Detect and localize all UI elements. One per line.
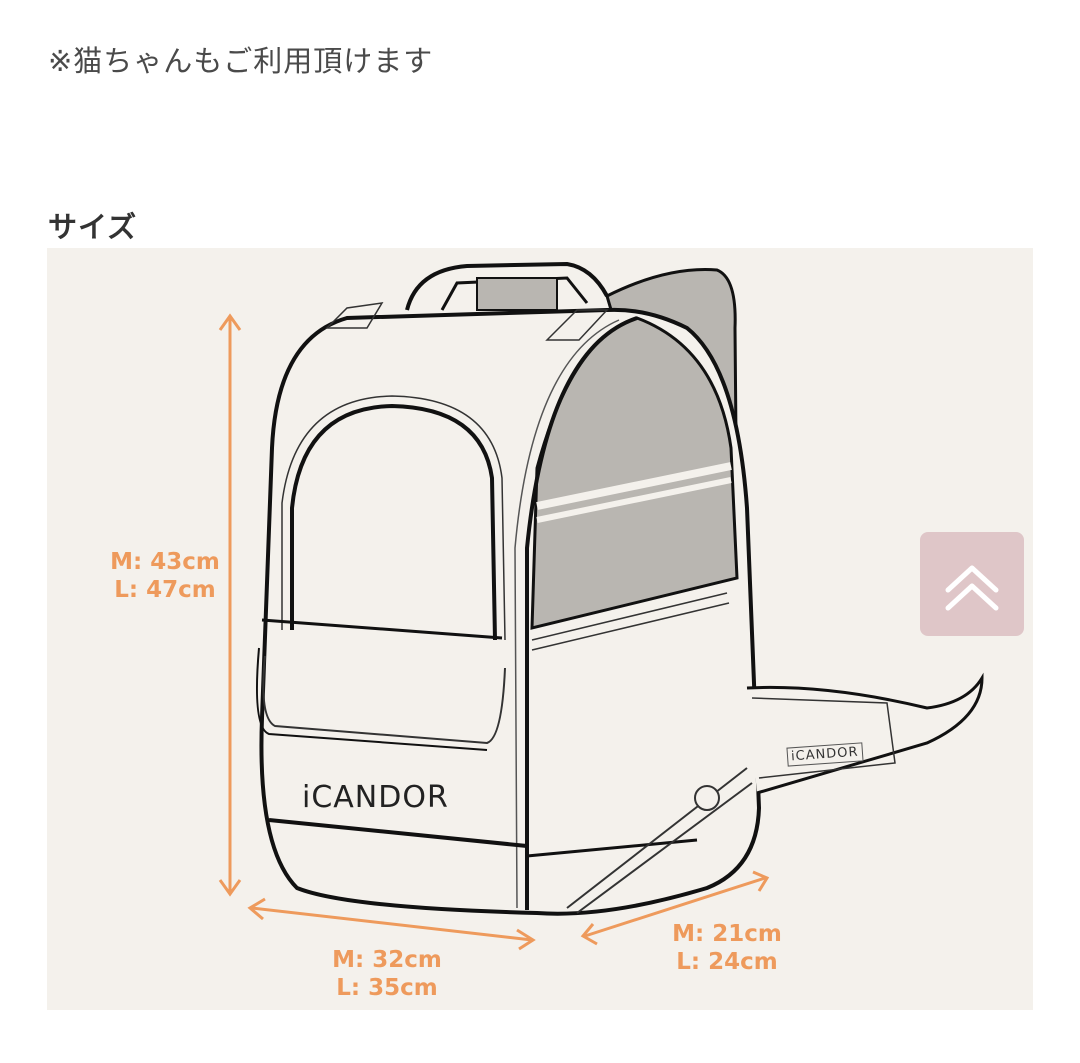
height-dimension-label: M: 43cm L: 47cm — [100, 548, 230, 604]
width-l: L: 35cm — [336, 975, 438, 1001]
height-m: M: 43cm — [110, 549, 220, 575]
brand-logo: iCANDOR — [302, 780, 449, 815]
backpack-illustration — [218, 261, 984, 951]
width-dimension-label: M: 32cm L: 35cm — [317, 946, 457, 1002]
width-m: M: 32cm — [332, 947, 442, 973]
depth-l: L: 24cm — [676, 949, 778, 975]
size-diagram: iCANDOR iCANDOR M: 43cm L: 47cm M: 32cm … — [47, 248, 1033, 1010]
scroll-to-top-button[interactable] — [920, 532, 1024, 636]
double-chevron-up-icon — [945, 565, 999, 611]
size-heading: サイズ — [48, 210, 138, 244]
height-l: L: 47cm — [114, 577, 216, 603]
depth-dimension-label: M: 21cm L: 24cm — [657, 920, 797, 976]
depth-m: M: 21cm — [672, 921, 782, 947]
cat-usage-note: ※猫ちゃんもご利用頂けます — [48, 44, 434, 78]
